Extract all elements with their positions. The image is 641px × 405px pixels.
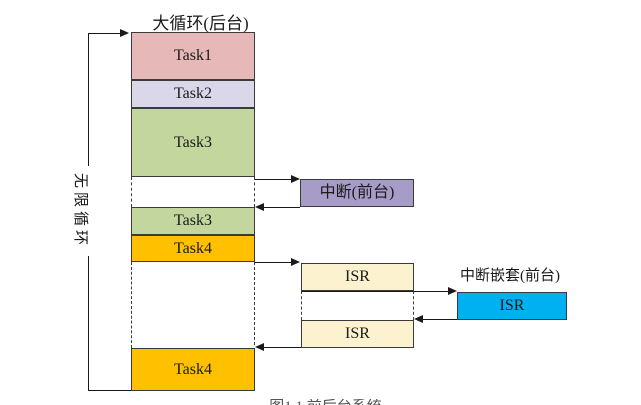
task-label: Task4 [174, 239, 212, 257]
task-box-task2: Task2 [131, 80, 255, 108]
interrupt-call-arrowhead-icon [291, 175, 300, 183]
interrupt-return-arrowhead-icon [255, 203, 264, 211]
nested-call-line [301, 291, 448, 292]
task-label: Task2 [174, 85, 212, 102]
isr-return-arrowhead-icon [255, 343, 264, 351]
isr-label: ISR [499, 297, 525, 314]
isr-call-line [255, 262, 292, 263]
task-box-task3-resume: Task3 [131, 207, 255, 235]
suspend-dashed-line [254, 262, 255, 345]
isr-label: ISR [345, 268, 370, 285]
task-label: Task3 [174, 133, 212, 151]
isr-call-arrowhead-icon [291, 258, 300, 266]
task-box-task3: Task3 [131, 108, 255, 177]
nested-call-arrowhead-icon [448, 287, 457, 295]
isr-suspend-dashed-line [301, 291, 302, 320]
task-box-task4-resume: Task4 [131, 348, 255, 391]
isr-box-2: ISR [301, 320, 414, 348]
suspend-dashed-line [131, 262, 132, 348]
interrupt-foreground-box: 中断(前台) [300, 179, 414, 207]
loop-bottom-line [88, 390, 133, 391]
task-label: Task1 [174, 47, 212, 64]
task-label: Task4 [174, 360, 212, 378]
suspend-dashed-line [254, 177, 255, 207]
nested-return-line [423, 319, 457, 320]
task-label: Task3 [174, 212, 212, 229]
interrupt-return-line [264, 207, 300, 208]
suspend-dashed-line [131, 177, 132, 207]
isr-return-line [264, 347, 301, 348]
isr-suspend-dashed-line [413, 291, 414, 320]
infinite-loop-label: 无限循环 [69, 166, 91, 256]
interrupt-label: 中断(前台) [319, 184, 395, 201]
task-box-task1: Task1 [131, 32, 255, 80]
loop-top-line [88, 33, 121, 34]
nested-isr-box: ISR [457, 292, 567, 320]
loop-top-arrowhead-icon [120, 29, 129, 37]
nested-interrupt-title: 中断嵌套(前台) [460, 268, 560, 284]
figure-caption-cutoff: 图1.1 前后台系统 [228, 399, 423, 405]
nested-return-arrowhead-icon [414, 315, 423, 323]
isr-label: ISR [345, 325, 370, 342]
interrupt-call-line [255, 179, 292, 180]
isr-box-1: ISR [301, 263, 414, 291]
diagram-title: 大循环(后台) [152, 14, 249, 33]
task-box-task4: Task4 [131, 235, 255, 262]
